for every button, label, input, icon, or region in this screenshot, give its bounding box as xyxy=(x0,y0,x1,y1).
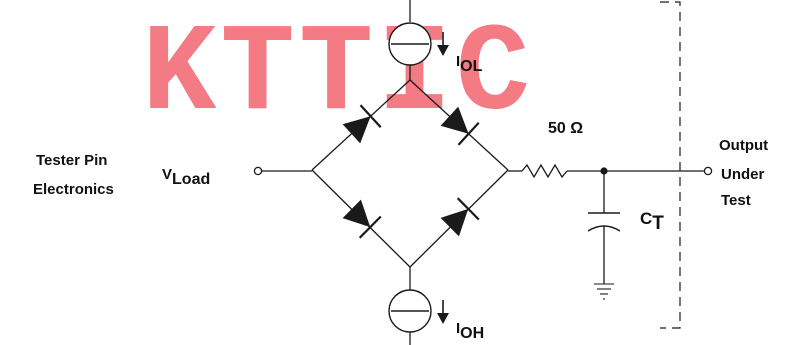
diode-lower-right xyxy=(440,197,480,237)
output-label: Output xyxy=(719,137,768,154)
vload-terminal xyxy=(253,166,312,176)
vload-label: VLoad xyxy=(162,166,210,188)
ioh-label: IOH xyxy=(456,320,484,342)
ground-icon xyxy=(594,283,614,300)
test-label: Test xyxy=(721,192,751,209)
current-source-iol xyxy=(388,0,449,80)
diode-bridge xyxy=(311,79,509,268)
under-label: Under xyxy=(721,166,765,183)
iol-label: IOL xyxy=(456,53,483,75)
diode-upper-left xyxy=(342,104,382,144)
arrow-down-icon xyxy=(437,313,449,324)
arrow-down-icon xyxy=(437,45,449,56)
capacitor-ct xyxy=(587,171,621,284)
diode-lower-left xyxy=(342,199,382,239)
diode-upper-right xyxy=(440,106,480,146)
watermark-logo: KTTIC xyxy=(142,6,534,146)
resistor-value-label: 50 Ω xyxy=(548,120,583,137)
electronics-label: Electronics xyxy=(33,181,114,198)
current-source-ioh xyxy=(388,267,449,345)
dut-boundary xyxy=(660,1,681,329)
ct-label: CT xyxy=(640,209,664,234)
output-terminal xyxy=(703,166,713,176)
resistor-50-ohm xyxy=(508,163,713,179)
tester-pin-label: Tester Pin xyxy=(36,152,107,169)
